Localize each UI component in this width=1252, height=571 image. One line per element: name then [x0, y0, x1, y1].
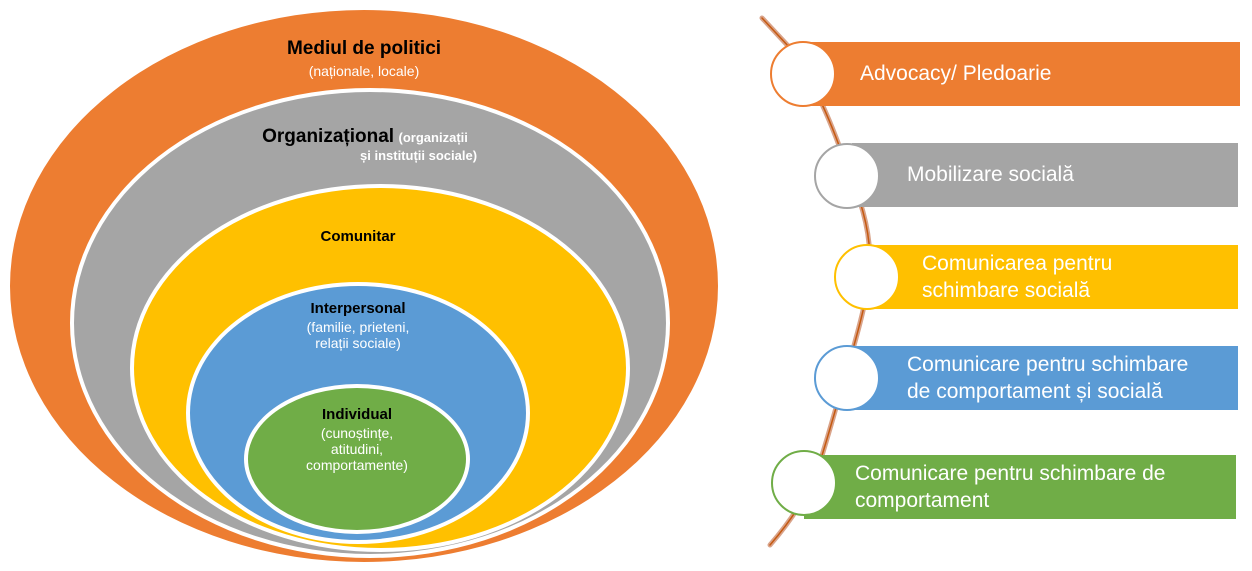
community-title: Comunitar	[320, 228, 396, 245]
interpersonal-label: Interpersonal (familie, prieteni, relați…	[258, 300, 458, 351]
level-bar-behavior-social: Comunicare pentru schimbare de comportam…	[852, 346, 1238, 410]
level-circle-behavior-social	[814, 345, 880, 411]
level-label-behavior-line1: Comunicare pentru schimbare de	[855, 461, 1166, 485]
policy-subtitle: (naționale, locale)	[308, 63, 420, 79]
organizational-sub-inline: (organizații	[398, 130, 468, 145]
interpersonal-sub-line2: relații sociale)	[315, 335, 401, 351]
organizational-sub-line2: și instituții sociale)	[360, 148, 478, 163]
interpersonal-sub-line1: (familie, prieteni,	[306, 319, 410, 335]
level-label-advocacy: Advocacy/ Pledoarie	[860, 62, 1052, 86]
organizational-line1: Organizațional (organizații	[200, 126, 530, 148]
policy-title: Mediul de politici	[286, 38, 442, 59]
level-bar-social-change: Comunicarea pentru schimbare socială	[870, 245, 1238, 309]
level-bar-social-mobilization: Mobilizare socială	[852, 143, 1238, 207]
level-label-social-mobilization: Mobilizare socială	[907, 163, 1074, 187]
level-circle-advocacy	[770, 41, 836, 107]
policy-label: Mediul de politici (naționale, locale)	[236, 38, 492, 79]
level-label-social-change-line2: schimbare socială	[922, 279, 1091, 302]
level-circle-behavior	[771, 450, 837, 516]
level-bar-behavior: Comunicare pentru schimbare de comportam…	[804, 455, 1236, 519]
level-label-social-change: Comunicarea pentru schimbare socială	[922, 250, 1112, 305]
organizational-label: Organizațional (organizații și instituți…	[200, 126, 530, 163]
level-label-behavior-social: Comunicare pentru schimbare de comportam…	[907, 351, 1188, 406]
individual-label: Individual (cunoștințe, atitudini, compo…	[272, 406, 442, 473]
level-label-behavior-social-line2: de comportament și socială	[907, 380, 1163, 403]
individual-sub-line3: comportamente)	[306, 457, 408, 473]
individual-sub-line1: (cunoștințe,	[320, 425, 394, 441]
level-label-behavior-social-line1: Comunicare pentru schimbare	[907, 352, 1189, 376]
level-bar-advocacy: Advocacy/ Pledoarie	[808, 42, 1240, 106]
level-circle-social-mobilization	[814, 143, 880, 209]
individual-title: Individual	[321, 406, 392, 423]
organizational-title: Organizațional	[262, 126, 395, 147]
level-label-behavior: Comunicare pentru schimbare de comportam…	[855, 460, 1166, 515]
interpersonal-title: Interpersonal	[310, 300, 406, 317]
level-label-social-change-line1: Comunicarea pentru	[922, 251, 1113, 275]
individual-sub-line2: atitudini,	[330, 441, 384, 457]
individual-ellipse	[244, 384, 470, 534]
level-circle-social-change	[834, 244, 900, 310]
level-label-behavior-line2: comportament	[855, 489, 990, 512]
